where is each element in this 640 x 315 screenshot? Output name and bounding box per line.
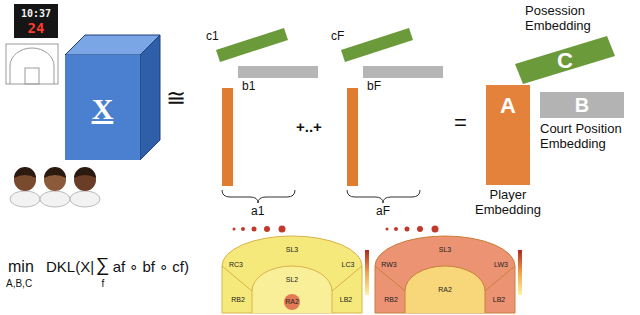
node-label: B [575, 94, 589, 117]
formula-text: DKL(X| [46, 258, 94, 275]
formula-subscript: f [101, 278, 104, 290]
zone-label: SL3 [286, 246, 298, 254]
tensor-cube: X [65, 55, 140, 160]
court-outer [375, 236, 515, 313]
zone-label: SL3 [439, 246, 451, 254]
possession-embedding: CPosession Embedding [515, 36, 615, 86]
factor-label: cF [331, 30, 344, 44]
court-lane [25, 68, 39, 84]
zone-label: LC3 [342, 261, 355, 269]
node-body: C [515, 36, 615, 86]
node-body: B [540, 92, 624, 118]
factor-b-bar [238, 66, 318, 78]
court-heatmap [375, 236, 522, 313]
embedding-shape [515, 36, 615, 84]
size-dots [233, 226, 439, 233]
size-dot [264, 226, 270, 232]
player-hair [44, 167, 66, 178]
node-label: 24 [28, 20, 45, 36]
zone-label: RA2 [438, 286, 452, 294]
factor-label: c1 [206, 30, 219, 44]
court-inner [252, 266, 332, 313]
brace [222, 190, 295, 203]
size-dot [279, 226, 286, 233]
size-dot [405, 227, 410, 232]
player-shoulders [70, 191, 100, 207]
formula-subscript: A,B,C [6, 278, 32, 290]
court-position-embedding: BCourt Position Embedding [540, 92, 624, 118]
node-caption: Posession Embedding [525, 4, 625, 34]
court-icon [6, 44, 58, 84]
player-hair [14, 167, 36, 178]
zone-label: RC3 [229, 261, 243, 269]
node-body: A [486, 85, 530, 185]
zone-label: RA2 [285, 298, 299, 306]
formula-text: af ∘ bf ∘ cf) [113, 258, 189, 275]
zone-label: RB2 [231, 296, 245, 304]
formula-sum: ∑ [96, 254, 110, 276]
color-bar [518, 250, 522, 295]
factor-c-bar [216, 28, 288, 62]
factor-a-bar [222, 88, 233, 186]
factor-c-bar [341, 28, 413, 62]
size-dot [386, 228, 389, 231]
zone-line [222, 266, 252, 291]
court-heatmap [222, 236, 369, 313]
cube-side [140, 35, 160, 160]
player-faces [10, 167, 100, 207]
size-dot [233, 228, 236, 231]
size-dot [417, 226, 423, 232]
heat-dot [284, 294, 300, 310]
player-hair [74, 167, 96, 178]
factor-label: aF [376, 205, 390, 219]
player-shoulders [10, 191, 40, 207]
node-label: 10:37 [21, 8, 51, 20]
court-inner [405, 266, 485, 313]
zone-label: RW3 [381, 261, 396, 269]
node-body: 10:3724 [14, 4, 58, 38]
zone-label: LB2 [340, 296, 352, 304]
zone-line [375, 266, 405, 291]
factor-label: a1 [251, 205, 264, 219]
node-body: X [65, 55, 140, 160]
court-outer [222, 236, 362, 313]
equals-sign: = [454, 110, 467, 135]
node-label: A [500, 93, 516, 118]
zone-label: LW3 [494, 261, 508, 269]
factor-label: b1 [242, 80, 255, 94]
player-embedding: APlayer Embedding [486, 85, 530, 185]
scoreboard: 10:3724 [14, 4, 58, 38]
formula-text: min [8, 258, 34, 276]
size-dot [241, 227, 245, 231]
court-arc [10, 48, 54, 84]
brace [347, 190, 420, 203]
zone-line [332, 266, 362, 291]
factor-a-bar [347, 88, 358, 186]
color-bar [365, 250, 369, 295]
factor-label: bF [367, 80, 381, 94]
zone-line [485, 266, 515, 291]
node-label: C [557, 48, 573, 73]
size-dot [252, 227, 257, 232]
sum-sign: +..+ [296, 118, 322, 135]
node-caption: Player Embedding [468, 188, 548, 218]
node-caption: Court Position Embedding [540, 122, 634, 152]
zone-label: SL2 [286, 276, 298, 284]
approx-symbol: ≅ [166, 84, 186, 112]
size-dot [394, 227, 398, 231]
factor-b-bar [363, 66, 443, 78]
court-outline [6, 44, 58, 84]
zone-label: LB2 [493, 296, 505, 304]
size-dot [432, 226, 439, 233]
player-shoulders [40, 191, 70, 207]
zone-label: RB2 [384, 296, 398, 304]
node-label: X [92, 92, 114, 127]
